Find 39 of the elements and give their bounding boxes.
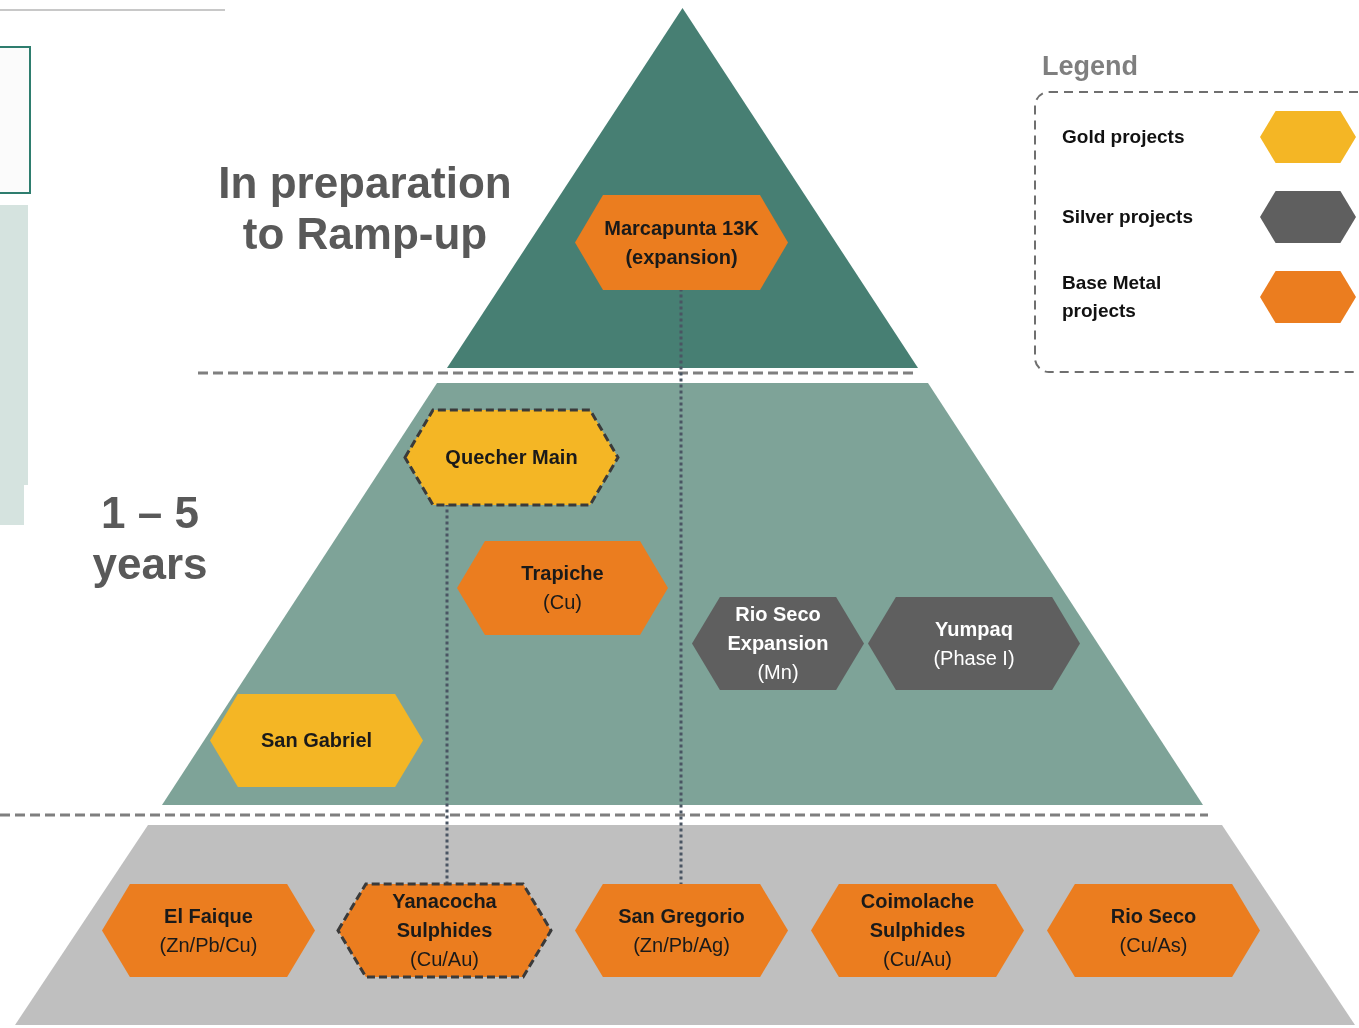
project-name: Trapiche	[521, 561, 604, 586]
project-name: Marcapunta 13K (expansion)	[603, 215, 760, 270]
project-name: San Gabriel	[260, 728, 373, 753]
project-hexagon	[575, 884, 788, 977]
project-hexagon	[102, 884, 315, 977]
project-detail: (Cu/Au)	[410, 947, 479, 972]
project-hexagon	[210, 694, 423, 787]
legend-text: Base Metal projects	[1062, 270, 1163, 323]
project-name: Yumpaq	[935, 616, 1013, 642]
project-detail: (Zn/Pb/Cu)	[159, 932, 258, 958]
tier-label: 1 – 5 years	[91, 488, 209, 590]
tier-label: In preparation to Ramp-up	[217, 158, 513, 260]
project-name: Coimolache Sulphides	[859, 889, 976, 943]
project-hexagon	[692, 597, 864, 690]
project-detail: (Cu/Au)	[883, 947, 952, 972]
project-name: Quecher Main	[445, 445, 578, 470]
pyramid-base-band	[15, 825, 1355, 1025]
project-hexagon	[457, 541, 668, 635]
legend-text: Gold projects	[1062, 124, 1186, 149]
project-name: San Gregorio	[618, 903, 745, 929]
project-hexagon	[1047, 884, 1260, 977]
project-name: El Faique	[164, 903, 253, 929]
legend-title: Legend	[1042, 50, 1138, 83]
project-name: Rio Seco	[1110, 903, 1197, 929]
project-detail: (Zn/Pb/Ag)	[633, 932, 730, 958]
project-hexagon	[405, 410, 618, 505]
project-detail: (Mn)	[757, 660, 799, 685]
project-hexagon	[575, 195, 788, 290]
project-hexagon	[811, 884, 1024, 977]
project-detail: (Cu/As)	[1119, 932, 1188, 958]
project-name: Yanacocha Sulphides	[391, 889, 498, 943]
project-hexagon	[338, 884, 551, 977]
connector-line	[445, 503, 449, 886]
project-detail: (Phase I)	[933, 645, 1015, 671]
connector-line	[679, 288, 683, 886]
legend-text: Silver projects	[1062, 204, 1194, 229]
project-name: Rio Seco Expansion	[726, 602, 830, 656]
project-detail: (Cu)	[543, 590, 582, 615]
project-hexagon	[868, 597, 1080, 690]
